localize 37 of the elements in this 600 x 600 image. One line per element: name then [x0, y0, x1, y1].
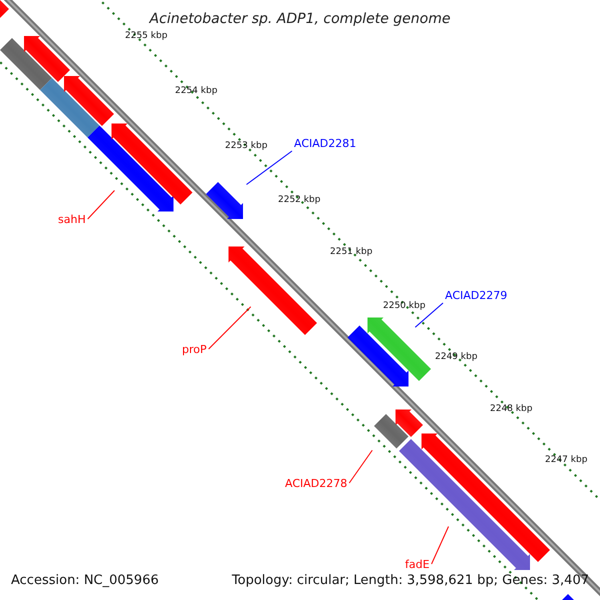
footer-note: Topology: circular; Length: 3,598,621 bp; Genes: 3,407 [230, 573, 590, 588]
tick-label: 2255 kbp [125, 32, 168, 41]
gene-feature [206, 182, 243, 219]
leader-line [208, 306, 252, 350]
leader-line [246, 150, 292, 185]
tick-label: 2250 kbp [383, 302, 426, 311]
tick-label: 2249 kbp [435, 353, 478, 362]
gene-feature [64, 76, 114, 126]
gene-bar [374, 414, 408, 448]
tick-label: 2254 kbp [175, 87, 218, 96]
gene-feature [88, 126, 174, 212]
leader-line [348, 450, 373, 484]
gene-label: ACIAD2281 [294, 138, 356, 149]
tick-label: 2251 kbp [330, 248, 372, 257]
tick-label: 2253 kbp [225, 142, 268, 151]
gene-feature [396, 410, 423, 437]
title: Acinetobacter sp. ADP1, complete genome [150, 11, 450, 27]
leader-line [87, 190, 115, 220]
gene-feature [0, 0, 9, 21]
gene-label: ACIAD2278 [285, 478, 348, 489]
tick-label: 2252 kbp [278, 196, 320, 205]
gene-label: ACIAD2279 [445, 290, 508, 301]
gene-feature [399, 439, 530, 570]
gene-feature [368, 318, 431, 381]
gene-bar [0, 38, 52, 90]
gene-feature [112, 124, 192, 204]
footer-note: Accession: NC_005966 [10, 573, 160, 588]
gene-feature [228, 246, 317, 335]
gene-feature [24, 36, 70, 82]
gene-label: proP [182, 344, 207, 355]
tick-label: 2248 kbp [490, 405, 532, 414]
gene-label: sahH [58, 214, 86, 225]
tick-label: 2247 kbp [545, 456, 588, 465]
gene-bar [40, 78, 100, 138]
gene-label: fadE [405, 559, 430, 570]
leader-line [414, 302, 444, 328]
gene-feature [348, 326, 408, 386]
